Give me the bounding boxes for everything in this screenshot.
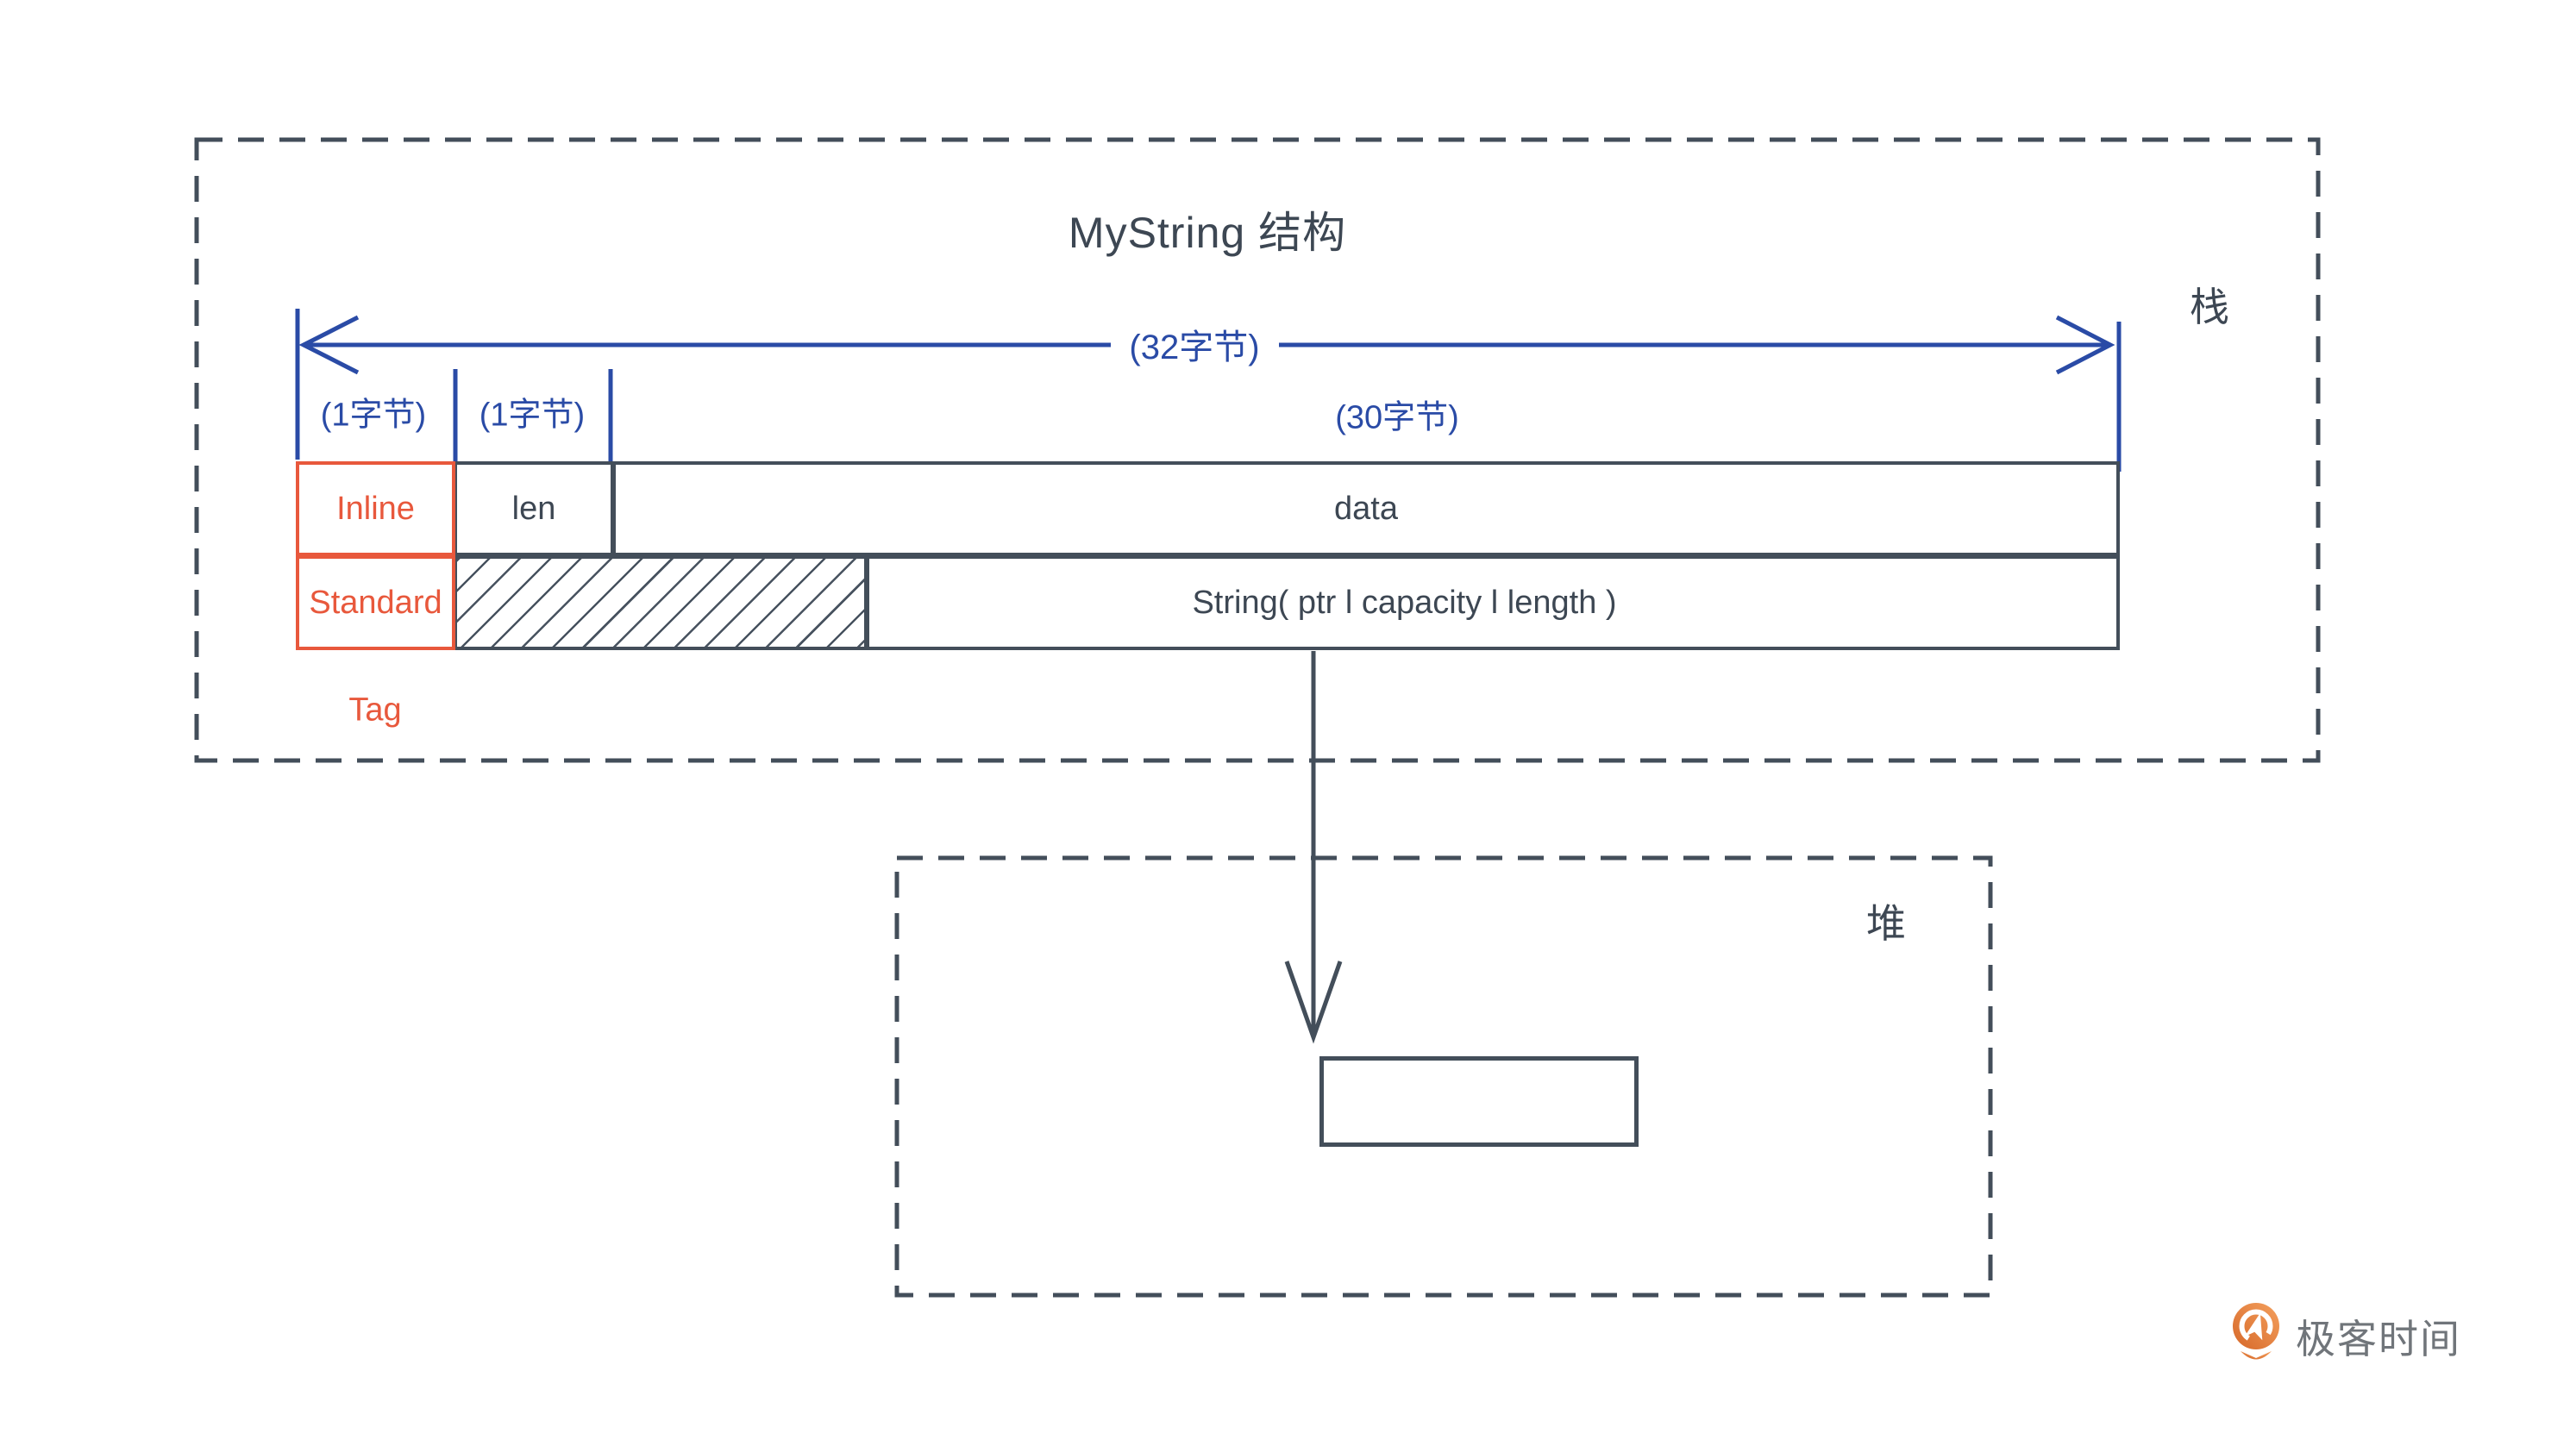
measure-label-32bytes: (32字节): [1129, 329, 1260, 366]
cell-string: String( ptr l capacity l length ): [866, 555, 2120, 650]
stack-zone-label: 栈: [2190, 285, 2229, 329]
cell-data: data: [612, 461, 2120, 556]
tag-column-label: Tag: [348, 692, 402, 729]
measure-label-1byte-left: (1字节): [320, 397, 427, 434]
heap-zone-label: 堆: [1866, 901, 1906, 946]
cell-len: len: [454, 461, 614, 556]
diagram-title: MyString 结构: [1068, 209, 1347, 257]
cell-unused-hatched: [454, 555, 868, 650]
cell-len-label: len: [511, 490, 556, 527]
cell-standard-tag: Standard: [296, 555, 455, 650]
cell-standard-tag-label: Standard: [309, 584, 442, 621]
geektime-logo: 极客时间: [2230, 1302, 2461, 1371]
heap-pointer-arrow: [1284, 651, 1343, 1044]
heap-dashed-box: [894, 855, 1993, 1298]
measure-label-1byte-right: (1字节): [479, 397, 586, 434]
cell-inline-tag: Inline: [296, 461, 455, 556]
cell-data-label: data: [1334, 490, 1398, 527]
measure-label-30bytes: (30字节): [1335, 399, 1459, 436]
cell-inline-tag-label: Inline: [336, 490, 415, 527]
stack-dashed-box: [194, 137, 2321, 763]
geektime-logo-text: 极客时间: [2296, 1317, 2461, 1361]
heap-allocated-block: [1319, 1056, 1639, 1147]
cell-string-label: String( ptr l capacity l length ): [1192, 584, 1617, 621]
measure-arrow-32bytes: [295, 309, 2122, 472]
geektime-logo-icon: [2233, 1303, 2279, 1360]
